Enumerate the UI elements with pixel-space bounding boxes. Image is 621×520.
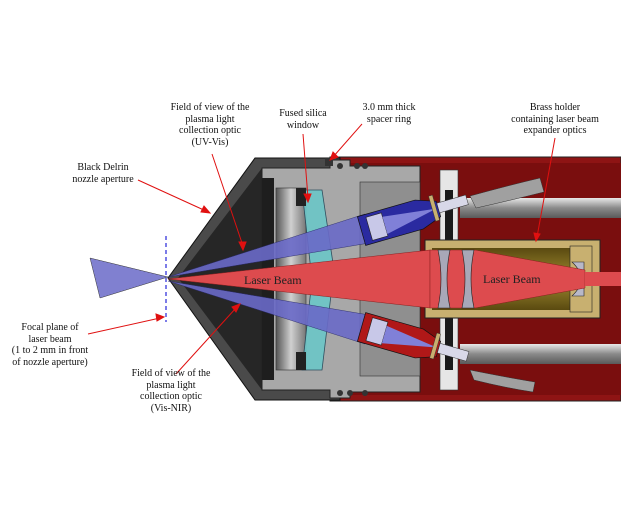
label-focal-plane: Focal plane of laser beam (1 to 2 mm in … bbox=[11, 322, 89, 368]
upper-fiber-cable bbox=[469, 177, 545, 209]
label-fused-silica-window: Fused silica window bbox=[279, 108, 327, 131]
upper-collection-optic-holder bbox=[356, 194, 469, 246]
lower-rod bbox=[460, 344, 621, 364]
beam-expander-lenses bbox=[437, 249, 475, 309]
arrow-focal-plane bbox=[87, 317, 161, 335]
arrow-fov-uv-vis bbox=[211, 153, 244, 247]
annotation-arrows bbox=[87, 123, 556, 375]
arrow-fused-silica bbox=[302, 133, 309, 199]
arrow-fov-vis-nir bbox=[175, 307, 237, 375]
arrow-spacer-ring bbox=[332, 123, 363, 158]
laser-beam-label-left: Laser Beam bbox=[244, 273, 302, 287]
arrow-nozzle-aperture bbox=[137, 179, 207, 212]
lower-collection-optic-holder bbox=[356, 312, 470, 362]
label-fov-uv-vis: Field of view of the plasma light collec… bbox=[170, 102, 250, 148]
label-spacer-ring: 3.0 mm thick spacer ring bbox=[362, 102, 416, 125]
laser-beam-label-right: Laser Beam bbox=[483, 272, 541, 286]
label-brass-holder: Brass holder containing laser beam expan… bbox=[511, 102, 599, 136]
spacer-ring bbox=[325, 158, 333, 166]
label-nozzle-aperture: Black Delrin nozzle aperture bbox=[72, 162, 134, 185]
label-fov-vis-nir: Field of view of the plasma light collec… bbox=[131, 368, 211, 414]
lower-fiber-cable bbox=[469, 369, 536, 393]
arrow-brass-holder bbox=[536, 137, 556, 238]
upper-rod bbox=[460, 198, 621, 218]
